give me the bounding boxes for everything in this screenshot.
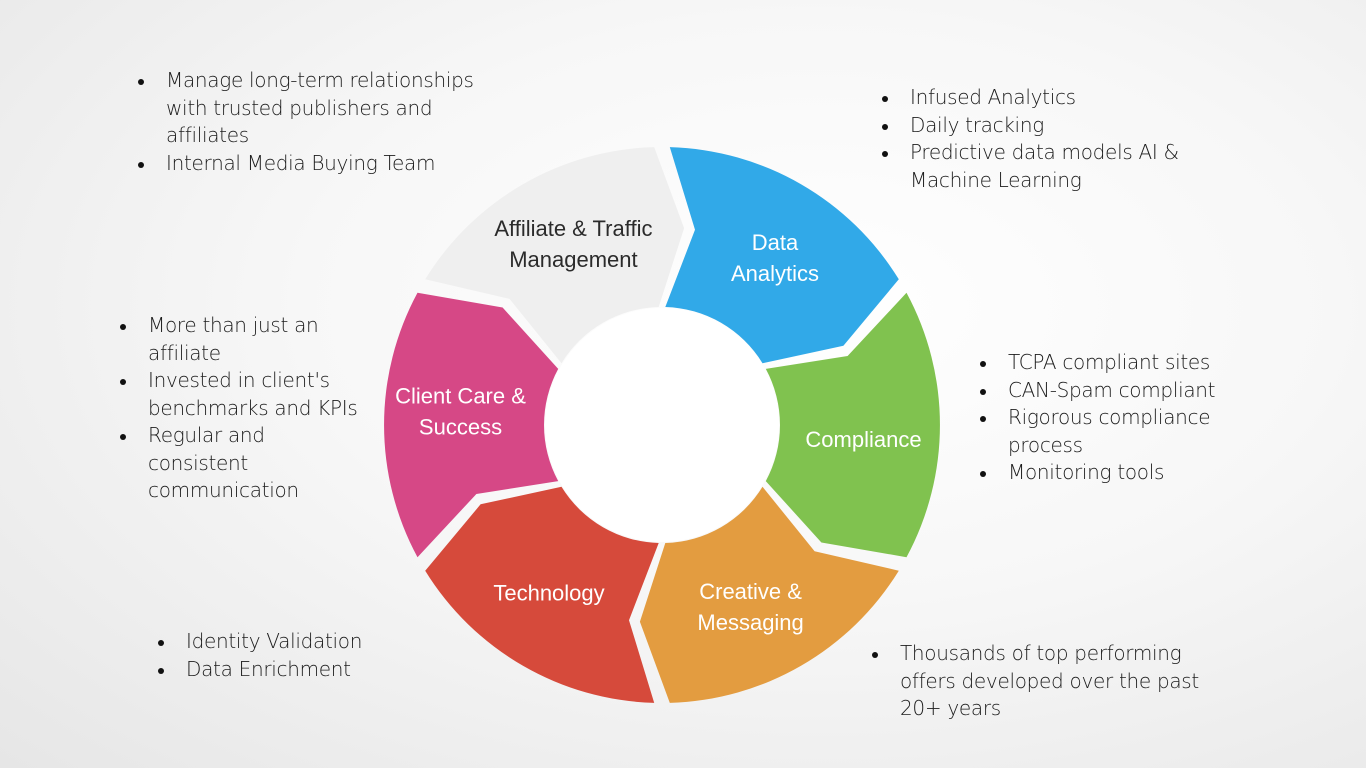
segment-analytics xyxy=(665,147,899,364)
segment-creative xyxy=(639,486,899,703)
segment-label-line: Analytics xyxy=(731,261,819,286)
ring-center xyxy=(545,308,779,542)
bullet-item: Thousands of top performing offers devel… xyxy=(870,640,1230,723)
bullet-item: More than just an affiliate xyxy=(118,312,368,367)
bullet-item: Internal Media Buying Team xyxy=(136,150,496,178)
bullet-item: Data Enrichment xyxy=(156,656,416,684)
segment-technology xyxy=(425,486,659,703)
bullet-item: Invested in client's benchmarks and KPIs xyxy=(118,367,368,422)
segment-label-line: Affiliate & Traffic xyxy=(494,216,652,241)
bullet-item: Infused Analytics xyxy=(880,84,1210,112)
segment-label-line: Technology xyxy=(493,581,604,606)
segment-label-line: Client Care & xyxy=(395,383,526,408)
bullet-item: TCPA compliant sites xyxy=(978,349,1258,377)
segment-affiliate xyxy=(425,147,685,364)
analytics-bullet-list: Infused Analytics Daily tracking Predict… xyxy=(880,84,1210,194)
bullet-item: Regular and consistent communication xyxy=(118,422,368,505)
technology-bullet-list: Identity Validation Data Enrichment xyxy=(156,628,416,683)
segment-label-technology: Technology xyxy=(493,581,604,606)
segment-label-compliance: Compliance xyxy=(805,427,921,452)
bullet-item: Monitoring tools xyxy=(978,459,1258,487)
segment-label-client: Client Care & Success xyxy=(395,383,526,439)
segment-compliance xyxy=(765,292,940,558)
compliance-bullet-list: TCPA compliant sites CAN-Spam compliant … xyxy=(978,349,1258,487)
bullet-item: Daily tracking xyxy=(880,112,1210,140)
bullet-item: Identity Validation xyxy=(156,628,416,656)
segment-label-line: Data xyxy=(752,230,799,255)
affiliate-bullet-list: Manage long-term relationships with trus… xyxy=(136,67,496,177)
creative-bullet-list: Thousands of top performing offers devel… xyxy=(870,640,1230,723)
segment-label-line: Success xyxy=(419,414,502,439)
bullet-item: Rigorous compliance process xyxy=(978,404,1258,459)
bullet-item: Predictive data models AI & Machine Lear… xyxy=(880,139,1210,194)
segment-label-line: Compliance xyxy=(805,427,921,452)
segment-label-creative: Creative & Messaging xyxy=(697,579,803,635)
bullet-item: Manage long-term relationships with trus… xyxy=(136,67,496,150)
segment-label-line: Messaging xyxy=(697,610,803,635)
bullet-item: CAN-Spam compliant xyxy=(978,377,1258,405)
client-care-bullet-list: More than just an affiliate Invested in … xyxy=(118,312,368,505)
segment-label-line: Management xyxy=(509,247,637,272)
segment-label-line: Creative & xyxy=(699,579,802,604)
segment-client xyxy=(384,292,559,558)
